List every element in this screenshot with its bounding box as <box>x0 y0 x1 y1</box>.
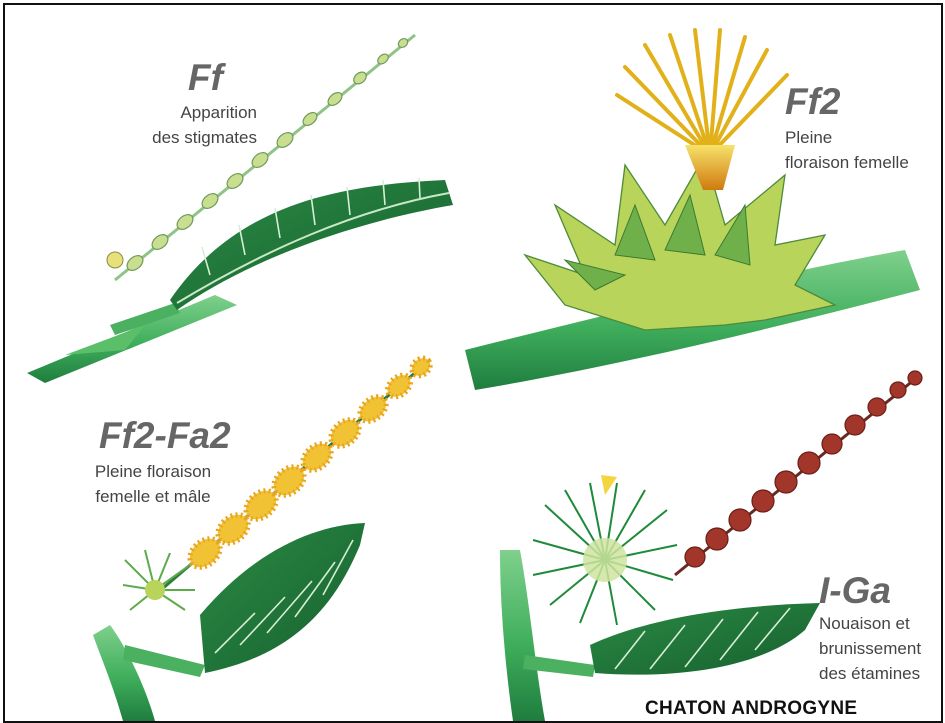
diagram-caption: CHATON ANDROGYNE <box>645 698 857 720</box>
stage-ff2fa2-description: Pleine floraison femelle et mâle <box>69 459 237 509</box>
stage-iga-code: I-Ga <box>819 572 891 609</box>
ff2-stigmas <box>617 30 787 155</box>
ff-stigma-bud <box>107 252 123 268</box>
ff2fa2-female-flower <box>123 550 195 610</box>
iga-burr-core <box>583 538 627 582</box>
stage-iga-description: Nouaison et brunissement des étamines <box>819 611 921 686</box>
stage-ff2-desc-line: floraison femelle <box>785 150 909 175</box>
stage-iga-desc-line: des étamines <box>819 661 921 686</box>
ff-twig <box>65 325 145 355</box>
stage-ff2-description: Pleine floraison femelle <box>785 125 909 175</box>
stage-iga-desc-line: brunissement <box>819 636 921 661</box>
stage-ff2fa2-desc-line: Pleine floraison <box>69 459 237 484</box>
ff2fa2-stem <box>93 625 155 721</box>
stage-ff2-code: Ff2 <box>785 83 841 120</box>
iga-catkin-brown <box>685 371 922 567</box>
stage-ff2-desc-line: Pleine <box>785 125 909 150</box>
stage-iga-desc-line: Nouaison et <box>819 611 921 636</box>
ff2fa2-leaf <box>200 523 365 673</box>
stage-ff-code: Ff <box>188 59 223 96</box>
stage-ff2fa2-code: Ff2-Fa2 <box>99 417 231 454</box>
stage-ff2fa2-desc-line: femelle et mâle <box>69 484 237 509</box>
stage-ff-drawing <box>27 35 453 383</box>
diagram-frame: Ff Apparition des stigmates Ff2 Pleine f… <box>3 3 943 723</box>
stage-ff-desc-line: des stigmates <box>123 125 257 150</box>
stage-ff-desc-line: Apparition <box>123 100 257 125</box>
ff2fa2-flower-center <box>145 580 165 600</box>
stage-ff2-drawing <box>465 30 920 390</box>
iga-stem <box>500 550 545 721</box>
stage-ff-description: Apparition des stigmates <box>123 100 257 150</box>
stage-ff2fa2-drawing <box>93 354 434 721</box>
